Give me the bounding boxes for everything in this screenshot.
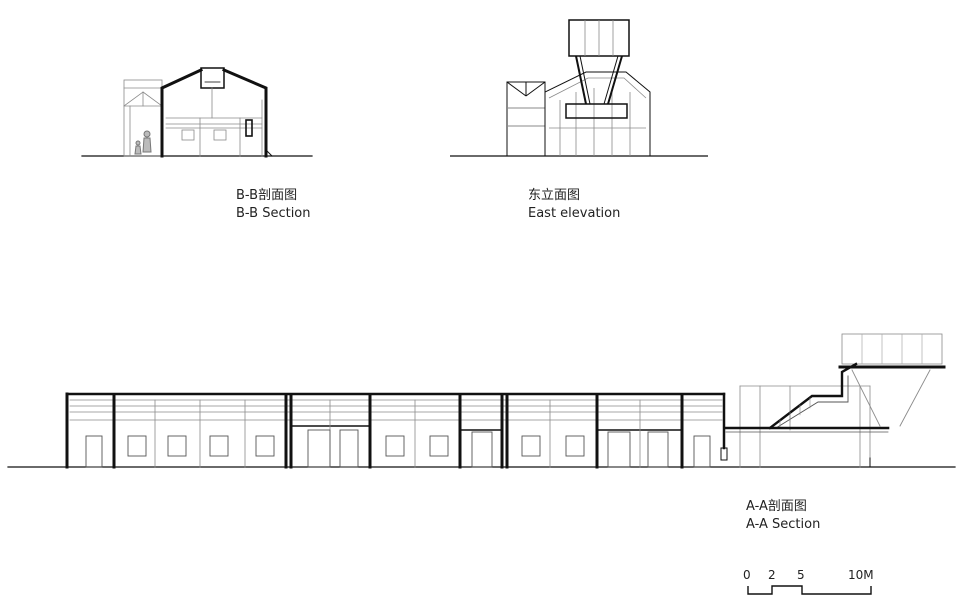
scale-label-0: 0 xyxy=(743,568,751,582)
scale-bar xyxy=(747,585,872,595)
east-elevation-title-cn: 东立面图 xyxy=(528,188,581,203)
east-elevation-title-en: East elevation xyxy=(528,206,621,221)
aa-section-drawing xyxy=(7,333,956,469)
aa-section-caption: A-A剖面图 A-A Section xyxy=(746,498,820,534)
bb-section-title-cn: B-B剖面图 xyxy=(236,188,298,203)
east-elevation-caption: 东立面图 East elevation xyxy=(528,187,620,223)
bb-section-title-en: B-B Section xyxy=(236,206,311,221)
aa-section-title-en: A-A Section xyxy=(746,517,821,532)
east-elevation-drawing xyxy=(450,19,708,157)
bb-section-drawing xyxy=(81,67,313,158)
scale-label-5: 5 xyxy=(797,568,805,582)
scale-label-2: 2 xyxy=(768,568,776,582)
scale-label-10m: 10M xyxy=(848,568,874,582)
aa-section-title-cn: A-A剖面图 xyxy=(746,499,807,514)
bb-section-caption: B-B剖面图 B-B Section xyxy=(236,187,311,223)
